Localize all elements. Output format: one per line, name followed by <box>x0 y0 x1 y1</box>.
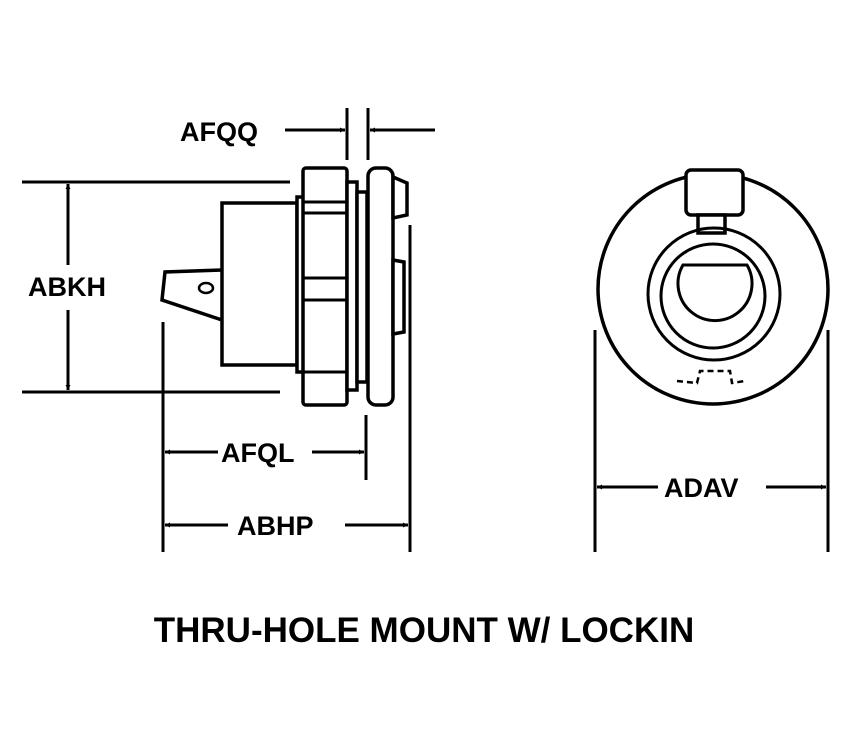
d-shaped-hole <box>676 263 754 322</box>
dimension-abkh: ABKH <box>22 180 290 394</box>
dimension-adav: ADAV <box>597 473 826 503</box>
front-view <box>596 168 830 406</box>
terminal-tab <box>160 268 223 322</box>
side-view <box>160 166 409 407</box>
lock-tab <box>391 174 409 221</box>
lock-tab-front <box>684 168 745 217</box>
nut-facet-lines <box>303 200 347 374</box>
dimension-label-adav: ADAV <box>664 473 739 503</box>
drawing-title: THRU-HOLE MOUNT W/ LOCKIN <box>154 611 694 650</box>
terminal-hole <box>197 281 215 295</box>
bezel <box>366 166 395 407</box>
connector-body <box>220 201 299 367</box>
dimension-label-afqq: AFQQ <box>180 117 258 147</box>
washer-thin <box>355 190 369 384</box>
dimension-afqq: AFQQ <box>180 108 435 160</box>
hex-nut <box>301 166 349 407</box>
inner-ring-inner <box>659 242 767 350</box>
dimension-afql: AFQL <box>165 438 364 468</box>
inner-ring-outer <box>646 226 782 362</box>
side-bump <box>391 257 406 337</box>
dimension-label-abkh: ABKH <box>28 272 106 302</box>
extension-lines <box>161 225 830 552</box>
dimension-abhp: ABHP <box>165 511 408 541</box>
dimension-label-abhp: ABHP <box>237 511 314 541</box>
dimension-label-afql: AFQL <box>221 438 295 468</box>
